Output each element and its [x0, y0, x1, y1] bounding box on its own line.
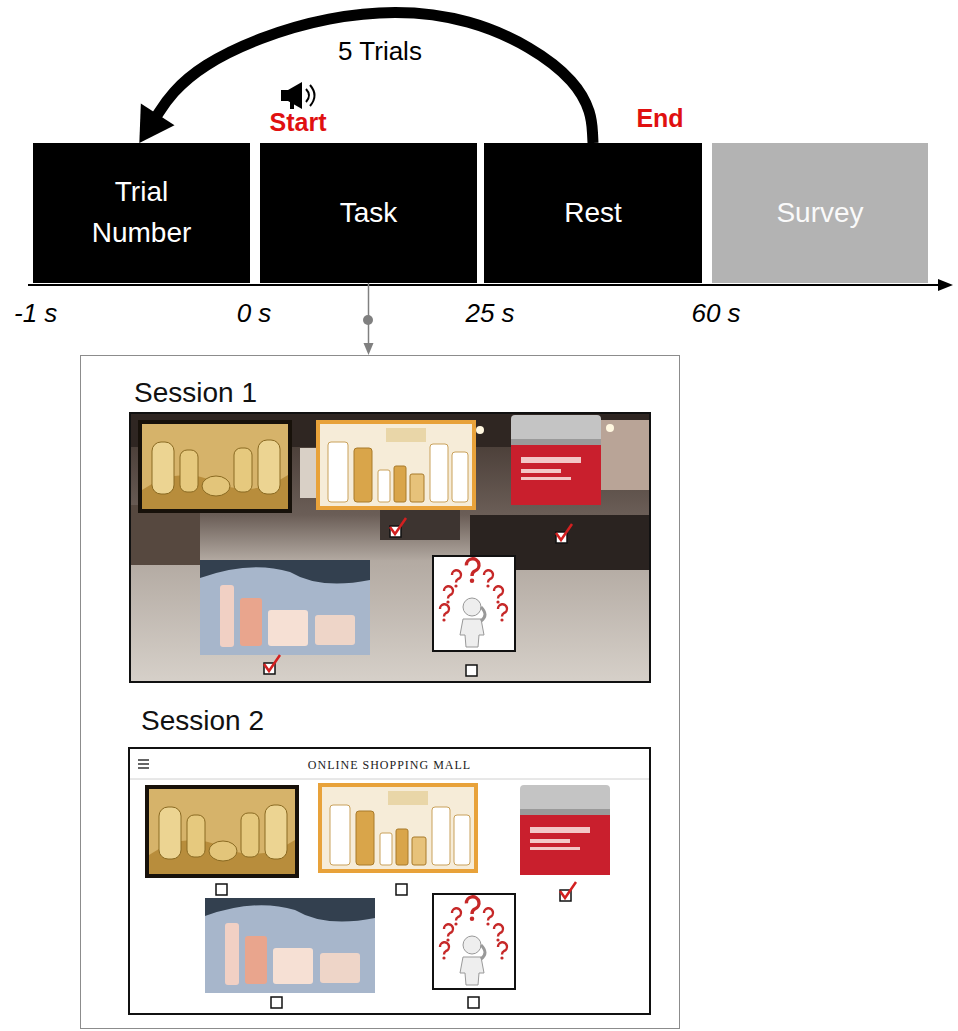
shop-page — [130, 760, 649, 1008]
arrowhead — [364, 343, 374, 355]
store-scene — [511, 415, 601, 505]
shop-page — [468, 997, 479, 1008]
session-heading: Session 1 — [134, 376, 257, 410]
header-rule — [130, 779, 649, 780]
megaphone-icon — [290, 101, 294, 109]
menu-icon — [138, 760, 149, 768]
shop-page — [396, 884, 407, 895]
store-scene — [130, 413, 650, 682]
store-scene — [390, 518, 406, 534]
phase-box: Task — [260, 143, 477, 283]
time-tick: 60 s — [691, 300, 740, 326]
event-label: End — [636, 106, 683, 131]
phase-box: Survey — [712, 143, 928, 283]
phase-box: Rest — [484, 143, 702, 283]
shop-page-frame: ONLINE SHOPPING MALL — [128, 747, 651, 1015]
page-heading: ONLINE SHOPPING MALL — [130, 758, 649, 773]
loop-arrow-line — [153, 13, 593, 143]
store-scene — [476, 426, 484, 434]
shop-page — [520, 785, 610, 875]
arrowhead — [139, 104, 174, 143]
store-scene — [200, 560, 370, 655]
phase-box: Trial Number — [33, 143, 250, 283]
store-scene — [380, 510, 460, 540]
loop-arrow — [139, 13, 593, 143]
time-tick: 0 s — [237, 300, 272, 326]
store-scene — [264, 655, 280, 671]
shop-page — [560, 882, 576, 898]
megaphone-icon — [310, 85, 315, 106]
pointer-arrow — [364, 283, 374, 355]
shop-page — [271, 997, 282, 1008]
pointer-arrow-line — [368, 283, 370, 346]
megaphone-icon — [288, 82, 302, 109]
phase-label: Survey — [776, 193, 863, 234]
phase-label: Task — [340, 193, 398, 234]
session-panel: Session 1 Session 2 ONLINE SHOPPING MALL — [80, 355, 680, 1029]
menu-icon — [138, 759, 149, 761]
store-scene — [466, 665, 477, 676]
timeline-axis — [28, 284, 940, 286]
menu-icon — [138, 763, 149, 765]
session-heading: Session 2 — [141, 704, 264, 738]
menu-icon — [138, 767, 149, 769]
store-scene — [318, 422, 474, 508]
timeline-axis — [938, 279, 953, 291]
shop-page — [320, 785, 476, 871]
shop-page — [205, 898, 375, 993]
shop-page — [433, 894, 515, 989]
time-tick: 25 s — [465, 300, 514, 326]
store-scene — [138, 420, 292, 513]
store-scene — [606, 424, 614, 432]
shop-page — [216, 884, 227, 895]
phase-label: Trial Number — [67, 172, 217, 253]
shop-page — [145, 785, 299, 878]
phase-label: Rest — [564, 193, 622, 234]
megaphone-icon — [306, 89, 309, 102]
repeat-label: 5 Trials — [338, 38, 422, 64]
time-tick: -1 s — [14, 300, 57, 326]
event-label: Start — [270, 110, 327, 135]
store-scene — [433, 556, 515, 651]
store-scene — [556, 524, 572, 540]
store-scene — [130, 505, 200, 565]
store-scene — [130, 413, 650, 682]
megaphone-icon — [281, 82, 315, 109]
store-scene — [130, 413, 650, 682]
megaphone-icon — [281, 90, 288, 101]
